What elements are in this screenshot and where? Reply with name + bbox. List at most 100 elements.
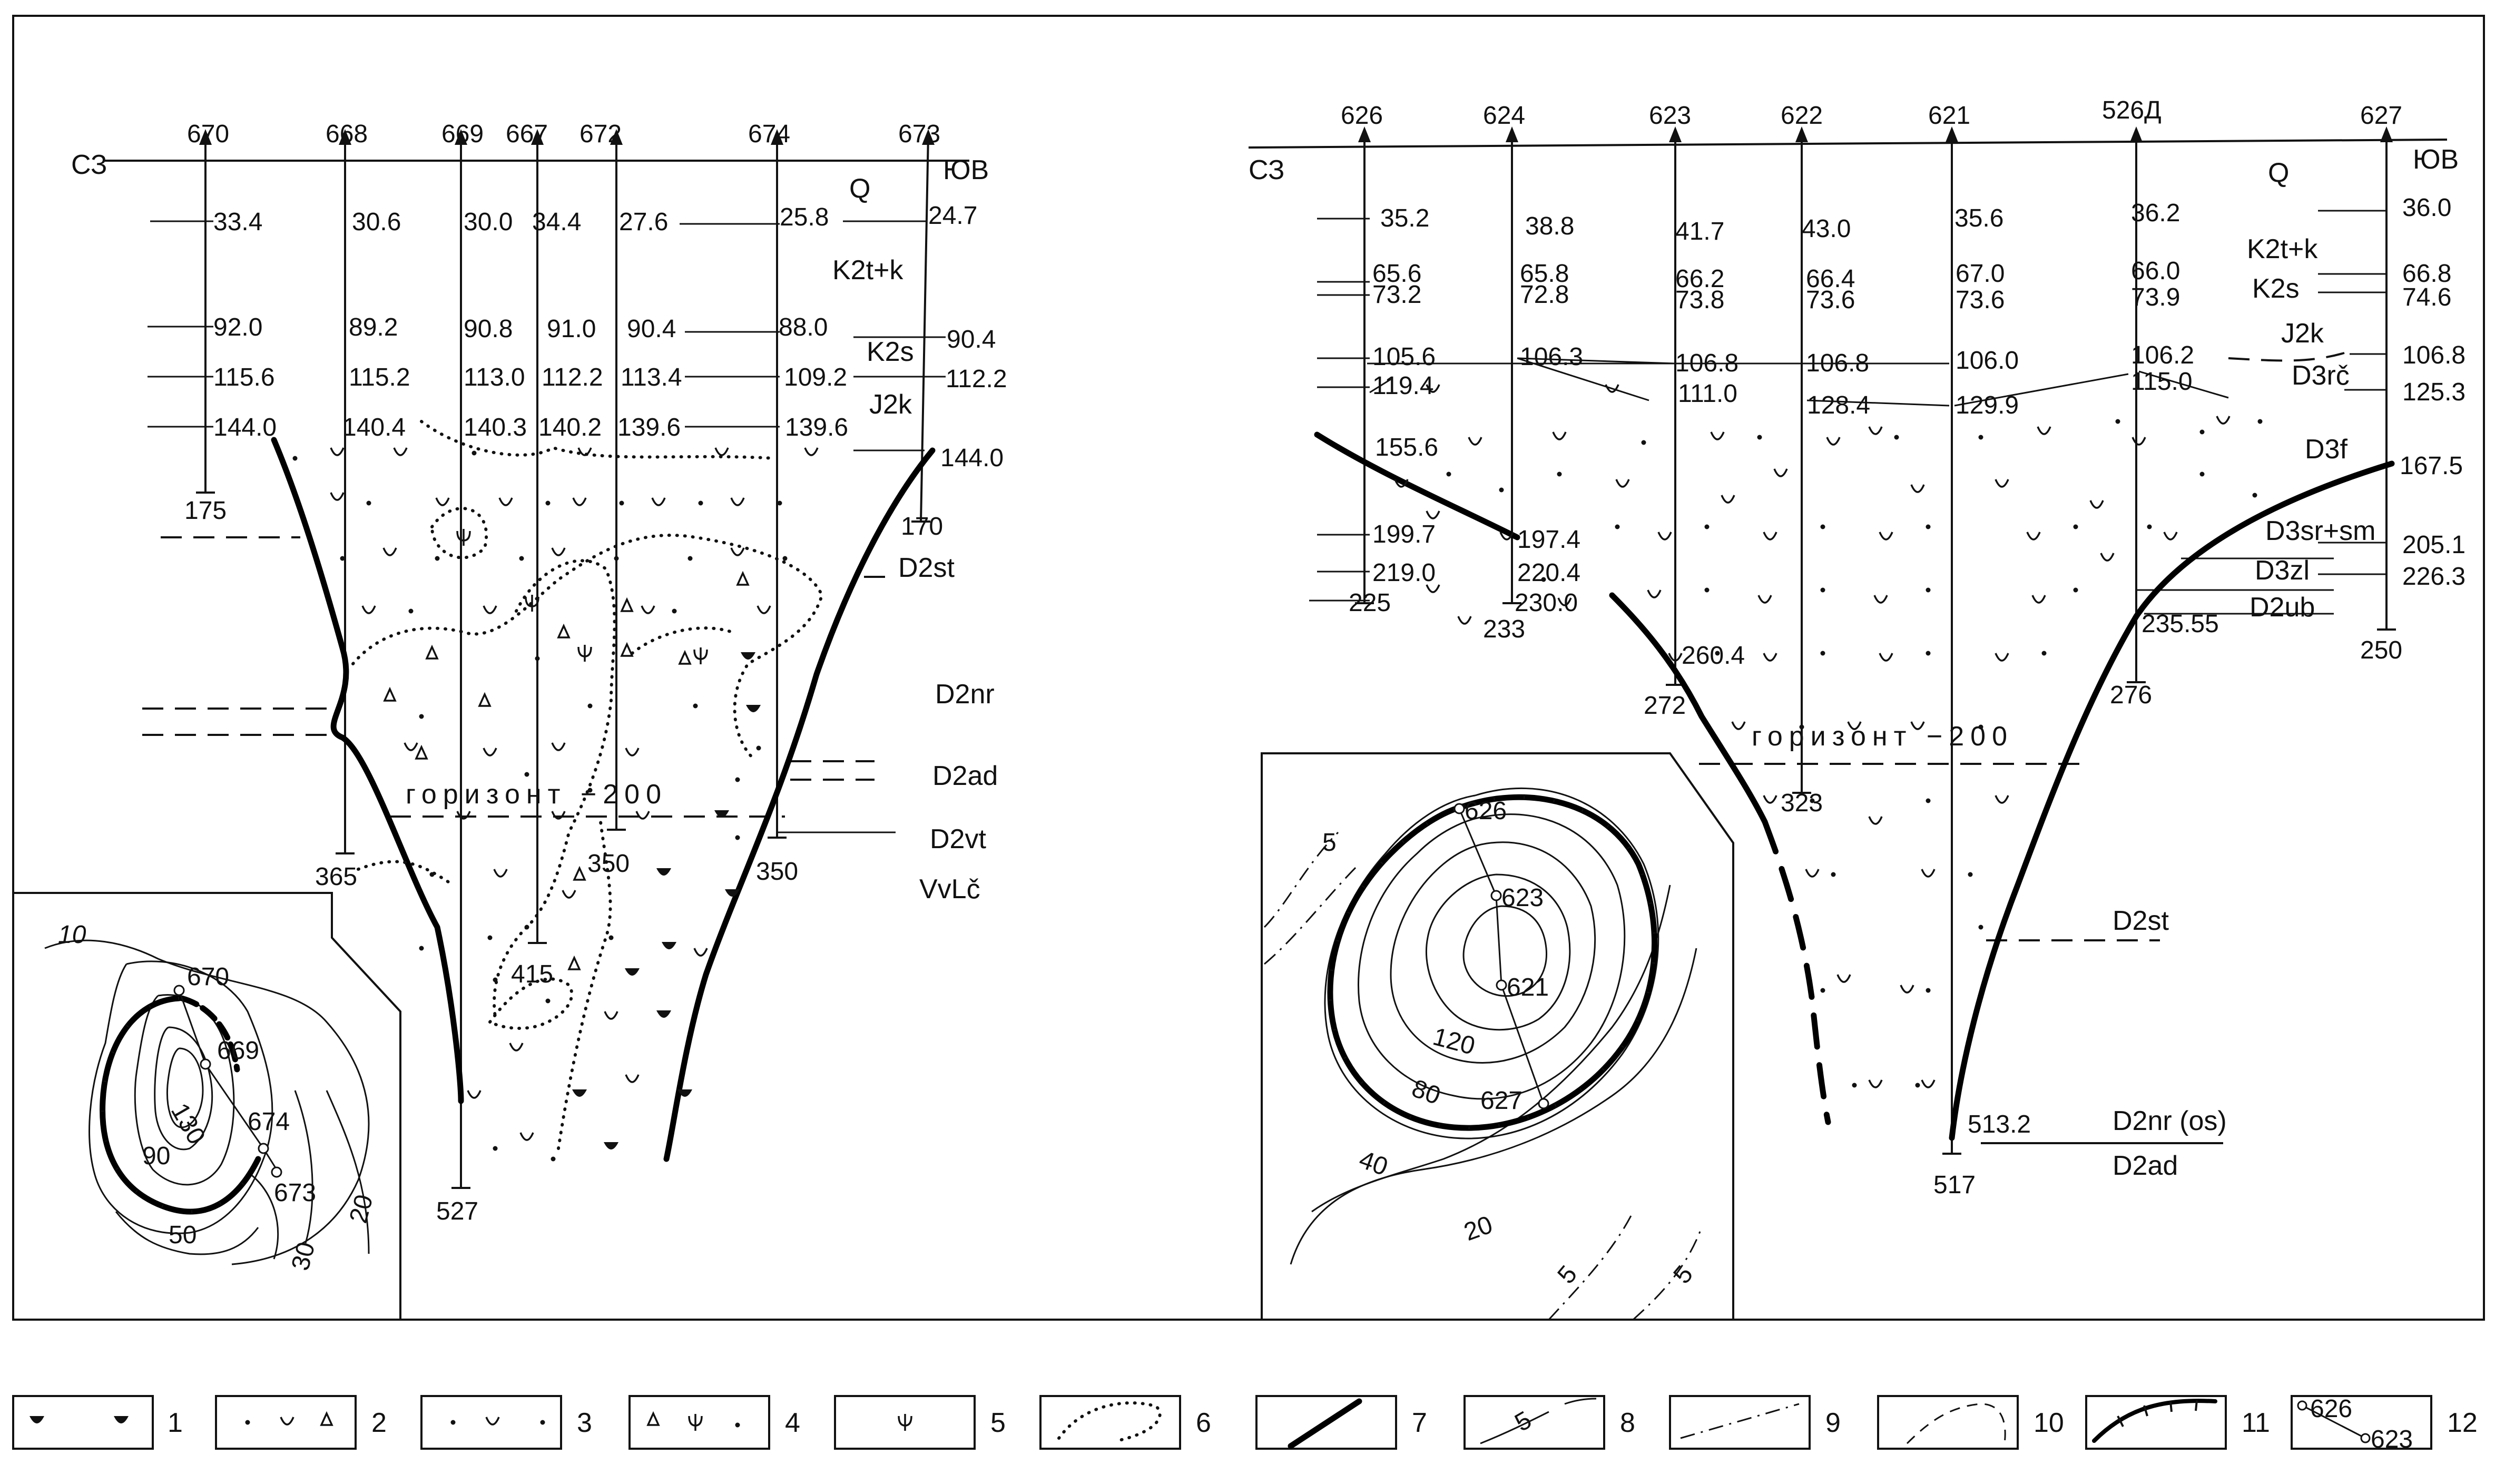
right-inset-well: 621	[1507, 974, 1549, 1001]
depth-622-3: 73.6	[1806, 286, 1855, 314]
well-label-526D: 526Д	[2102, 96, 2162, 124]
svg-text:623: 623	[2371, 1426, 2413, 1453]
left-direction-end: ЮВ	[943, 155, 989, 185]
svg-text:2: 2	[371, 1408, 387, 1438]
well-673: 673 170 24.7 90.4 112.2 144.0	[843, 120, 1007, 540]
formation-label: Q	[849, 173, 870, 204]
well-bottom-623: 272	[1644, 692, 1686, 720]
depth-669-4: 140.3	[464, 414, 527, 441]
depth-672-4: 139.6	[617, 414, 681, 441]
depth-626-3: 73.2	[1372, 281, 1421, 309]
well-bottom-674: 350	[756, 858, 798, 886]
legend-item-6: 6	[1039, 1395, 1211, 1450]
depth-626-2: 65.6	[1372, 260, 1421, 288]
formation-label: D2nr (os)	[2113, 1106, 2227, 1136]
well-label-626: 626	[1341, 102, 1383, 130]
legend-item-4: 4	[628, 1395, 800, 1450]
well-bottom-672: 350	[587, 850, 630, 878]
right-inset-contour: 20	[1460, 1211, 1496, 1246]
formation-label: D2ad	[932, 761, 998, 791]
depth-526D-2: 66.0	[2131, 257, 2180, 285]
well-bottom-526D: 276	[2110, 681, 2152, 709]
well-bottom-673: 170	[901, 513, 943, 540]
well-621: 621 35.6 67.0 73.6 106.0 129.9 513.2 517	[1928, 102, 2031, 1199]
well-674: 674 350 25.8 88.0 109.2 139.6	[680, 120, 848, 886]
depth-669-2: 90.8	[464, 315, 513, 343]
well-624: 624 38.8 65.8 72.8 106.3 197.4 220.4 230…	[1483, 102, 1583, 643]
right-horizon-label: горизонт −200	[1752, 721, 2013, 752]
depth-626-4: 105.6	[1372, 343, 1436, 371]
left-horizon-label: горизонт −200	[406, 779, 667, 810]
depth-622-2: 66.4	[1806, 265, 1855, 293]
well-label-623: 623	[1649, 102, 1691, 130]
svg-text:1: 1	[168, 1408, 183, 1438]
left-fault-east	[663, 447, 936, 1162]
depth-670-1: 33.4	[213, 208, 262, 236]
left-fault-west	[271, 437, 464, 1104]
left-inset-contour: 10	[58, 921, 86, 949]
depth-627-8: 226.3	[2402, 563, 2465, 591]
legend-item-10: 10	[1877, 1395, 2064, 1450]
depth-624-5: 197.4	[1517, 526, 1580, 554]
svg-text:12: 12	[2447, 1408, 2478, 1438]
depth-621-6: 513.2	[1968, 1110, 2031, 1138]
well-bottom-624: 233	[1483, 615, 1525, 643]
right-inset-contour: 120	[1430, 1023, 1478, 1060]
formation-label: J2k	[2281, 318, 2324, 349]
legend-item-2: 2	[215, 1395, 387, 1450]
depth-623-5: 111.0	[1678, 380, 1737, 408]
legend-item-12: 626 623 12	[2291, 1395, 2478, 1453]
depth-526D-1: 36.2	[2131, 199, 2180, 227]
depth-627-2: 66.8	[2402, 260, 2451, 288]
depth-674-2: 88.0	[779, 313, 828, 341]
depth-623-3: 73.8	[1675, 286, 1724, 314]
svg-text:4: 4	[785, 1408, 800, 1438]
depth-668-4: 140.4	[342, 414, 406, 441]
depth-668-1: 30.6	[352, 208, 401, 236]
depth-623-1: 41.7	[1675, 218, 1724, 245]
depth-624-3: 72.8	[1520, 281, 1569, 309]
depth-526D-3: 73.9	[2131, 283, 2180, 311]
svg-text:9: 9	[1825, 1408, 1841, 1438]
well-bottom-627: 250	[2360, 636, 2402, 664]
depth-526D-4: 106.2	[2131, 341, 2194, 369]
depth-626-6: 155.6	[1375, 434, 1438, 461]
depth-626-7: 199.7	[1372, 520, 1436, 548]
well-bottom-670: 175	[184, 497, 227, 525]
left-direction-start: СЗ	[71, 150, 107, 180]
depth-621-1: 35.6	[1954, 204, 2003, 232]
well-label-674: 674	[748, 120, 790, 148]
formation-label: K2t+k	[2247, 234, 2318, 264]
svg-text:11: 11	[2242, 1408, 2270, 1438]
depth-674-4: 139.6	[785, 414, 848, 441]
depth-627-6: 167.5	[2400, 452, 2463, 480]
formation-label: D3rč	[2292, 360, 2350, 391]
well-627: 627 36.0 66.8 74.6 106.8 125.3 167.5 205…	[2318, 102, 2465, 664]
depth-624-6: 220.4	[1517, 559, 1580, 587]
well-label-627: 627	[2360, 102, 2402, 130]
formation-label: D3f	[2305, 434, 2347, 465]
left-inset-map: 670 669 674 673 10 130 90 50 30 20	[13, 892, 401, 1320]
depth-526D-6: 235.55	[2142, 610, 2219, 638]
well-bottom-669: 527	[436, 1197, 478, 1225]
well-label-622: 622	[1781, 102, 1823, 130]
well-label-670: 670	[187, 120, 229, 148]
right-inset-contour: 5	[1668, 1261, 1698, 1290]
legend-item-1: 1	[12, 1395, 183, 1450]
formation-label: K2t+k	[832, 255, 903, 286]
depth-673-1: 24.7	[928, 202, 977, 230]
formation-label: D2nr	[935, 679, 995, 710]
svg-text:5: 5	[990, 1408, 1006, 1438]
left-inset-contour: 50	[169, 1221, 197, 1249]
formation-label: Q	[2268, 158, 2289, 188]
well-667: 667 415 34.4 91.0 112.2 140.2	[506, 120, 603, 988]
left-inset-well: 673	[274, 1179, 316, 1207]
legend-item-8: 5 8	[1463, 1395, 1635, 1450]
right-section: СЗ ЮВ 626 35.2 65.6 73.2 105.6 119.4 155…	[1248, 96, 2465, 1321]
well-bottom-626: 225	[1349, 589, 1391, 617]
well-label-669: 669	[441, 120, 484, 148]
depth-674-1: 25.8	[780, 203, 829, 231]
depth-624-2: 65.8	[1520, 260, 1569, 288]
well-526D: 526Д 36.2 66.0 73.9 106.2 115.0 235.55 2…	[2102, 96, 2219, 709]
svg-text:8: 8	[1620, 1408, 1635, 1438]
